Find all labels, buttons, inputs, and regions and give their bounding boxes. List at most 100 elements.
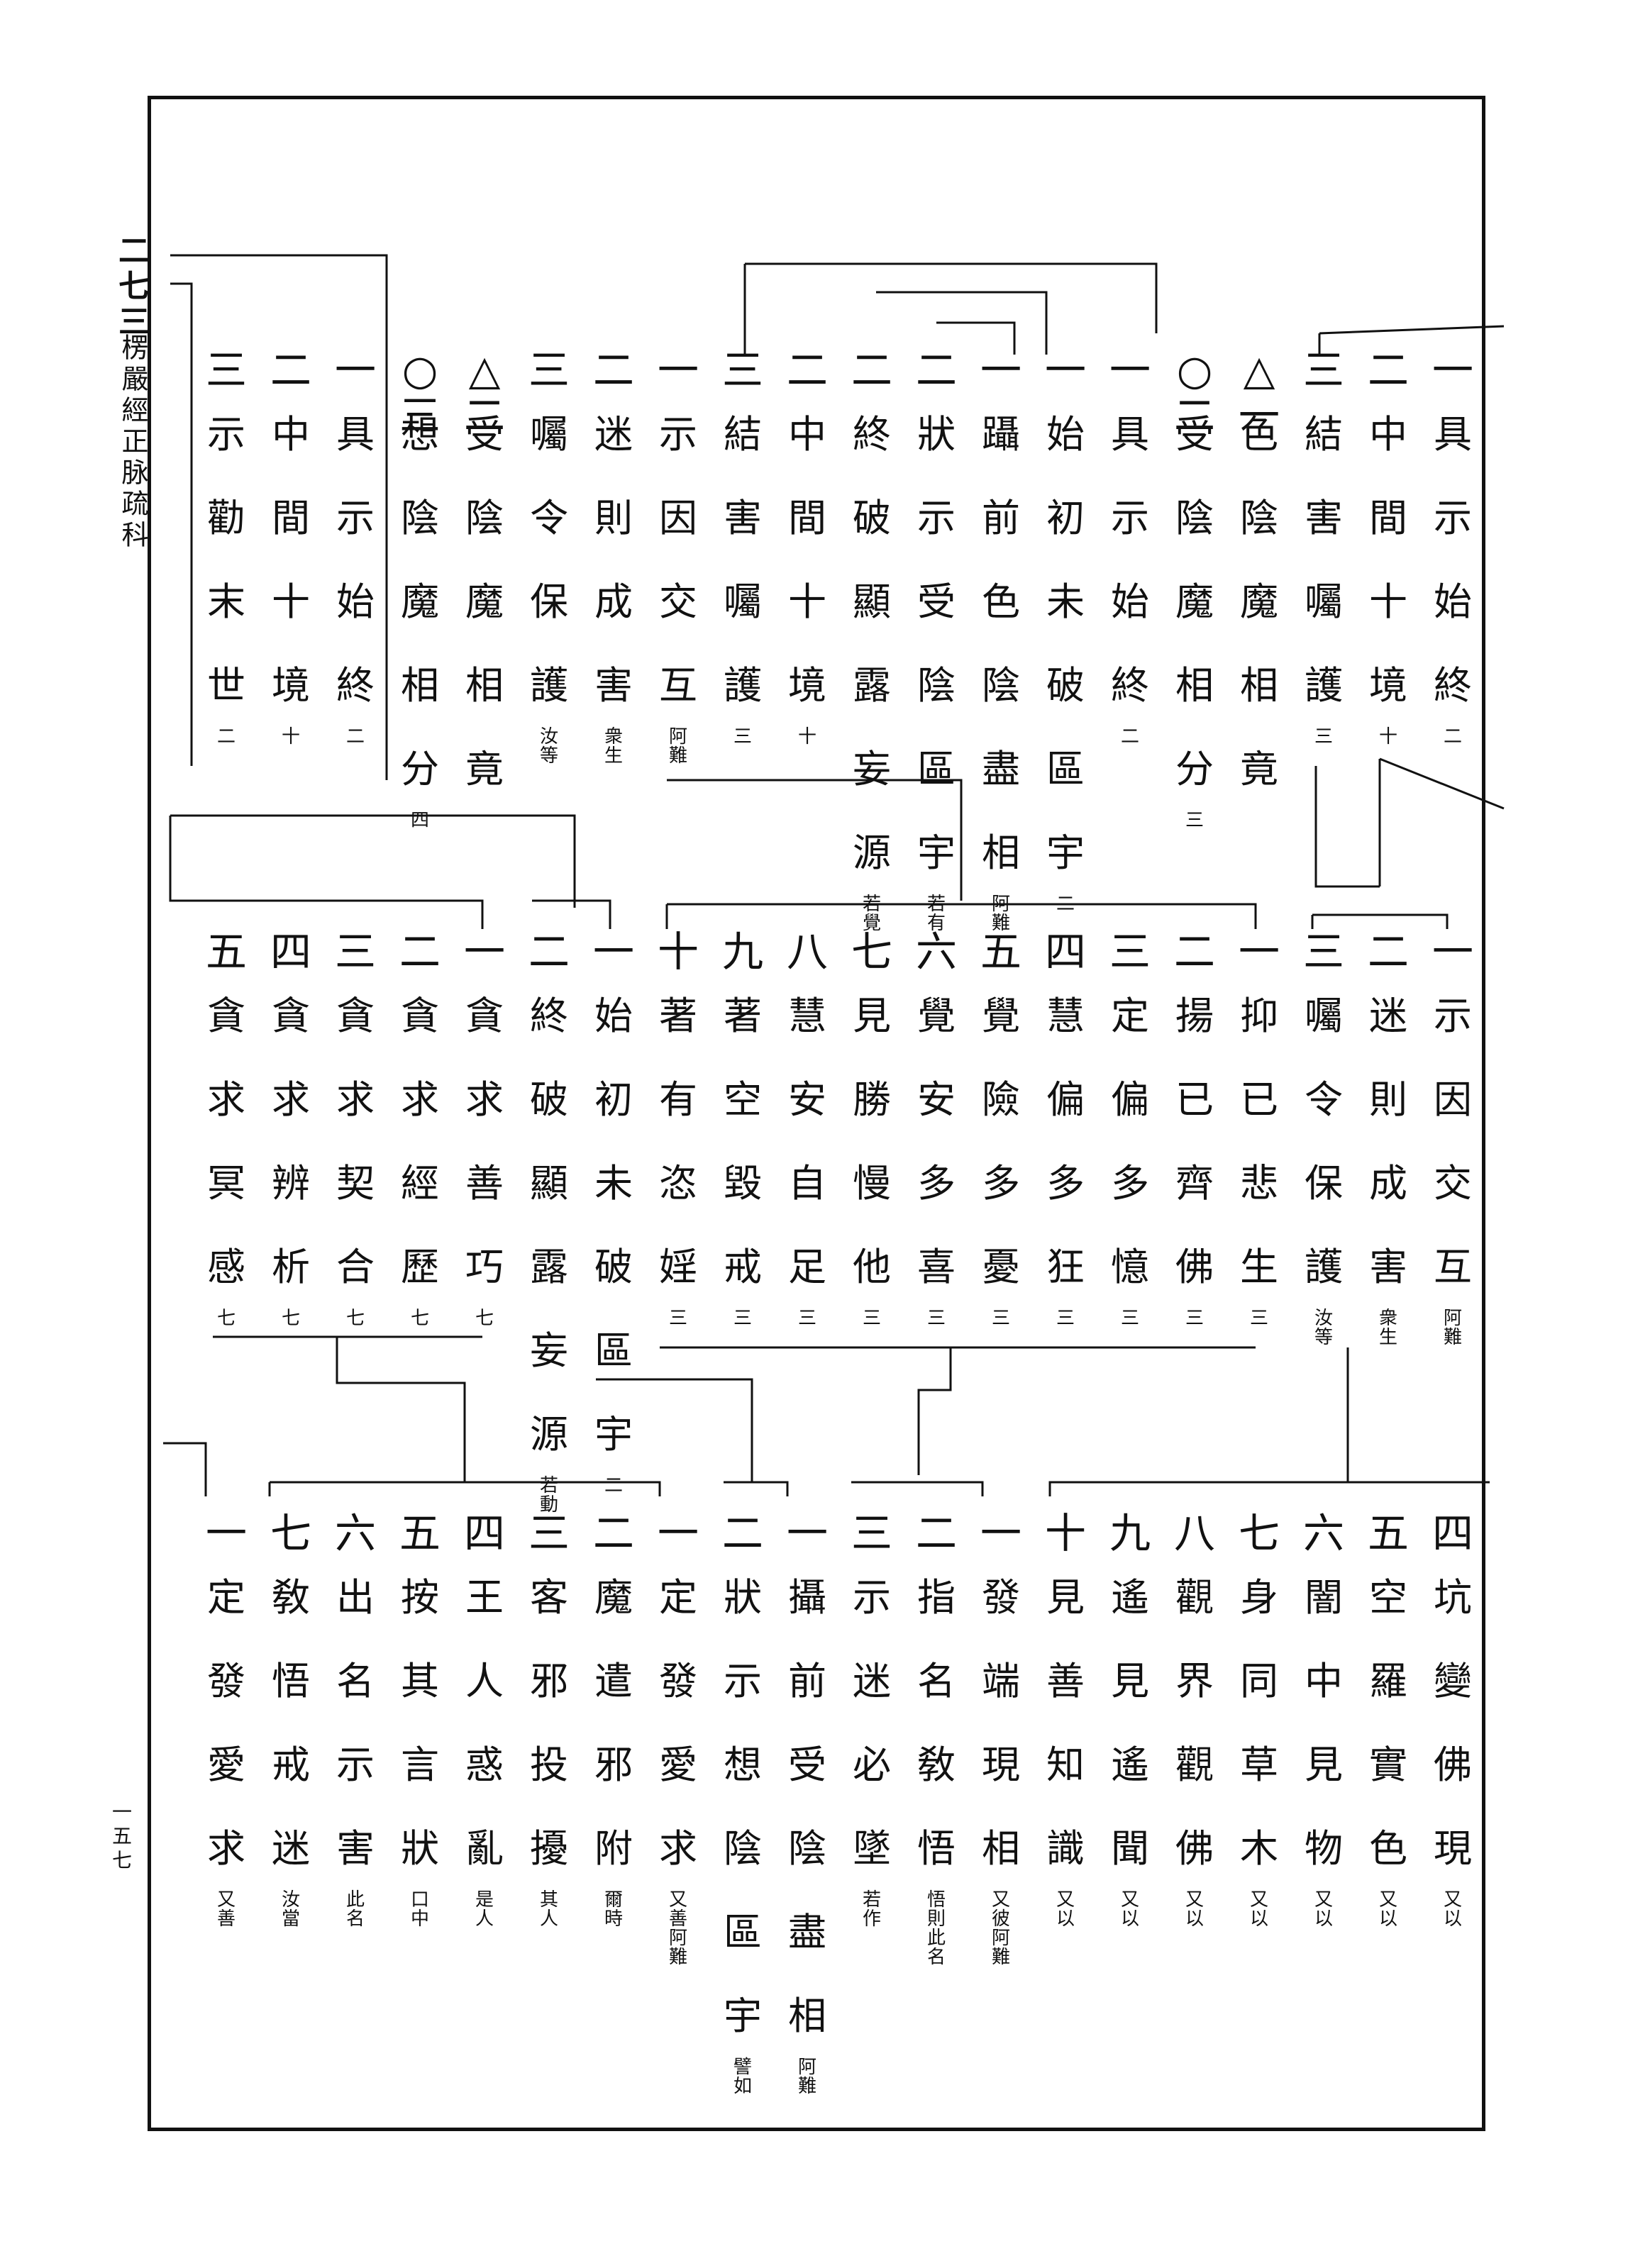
entry-number: 一 xyxy=(463,928,505,976)
entry-number: 二 xyxy=(851,346,892,394)
entry-number: 三 xyxy=(1302,928,1344,976)
entry-text: 身同草木 xyxy=(1240,1575,1278,1871)
entry-text: 闇中見物 xyxy=(1305,1575,1343,1871)
entry-note: 又以 xyxy=(1314,1889,1333,1930)
outline-entry: 五按其言狀口中 xyxy=(393,1511,447,1929)
outline-entry: 二指名敎悟悟則此名 xyxy=(909,1511,963,1967)
outline-entry: 一始初未破區宇二 xyxy=(587,929,641,1496)
entry-text: 遙見遙聞 xyxy=(1111,1575,1149,1871)
entry-number: 六 xyxy=(1302,1509,1344,1557)
entry-number: 二 xyxy=(592,1509,634,1557)
entry-note: 三 xyxy=(862,1308,881,1329)
entry-text: 中間十境 xyxy=(1369,412,1407,708)
entry-number: 三 xyxy=(721,346,763,394)
outline-entry: 一具示始終二 xyxy=(1426,348,1480,747)
entry-note: 二 xyxy=(604,1475,623,1496)
entry-text: 出名示害 xyxy=(336,1575,375,1871)
entry-note: 三 xyxy=(926,1308,946,1329)
entry-text: 中間十境 xyxy=(272,412,310,708)
entry-text: 中間十境 xyxy=(788,412,826,708)
outline-entry: 三結害囑護三 xyxy=(1297,348,1351,747)
outline-entry: 三示迷必墜若作 xyxy=(845,1511,899,1929)
outline-entry: 四貪求辨析七 xyxy=(264,929,318,1328)
outline-entry: 八觀界觀佛又以 xyxy=(1168,1511,1222,1929)
entry-text: 示因交互 xyxy=(659,412,697,708)
outline-entry: 六覺安多喜三 xyxy=(909,929,963,1328)
entry-note: 又以 xyxy=(1185,1889,1204,1930)
entry-note: 又彼阿難 xyxy=(991,1889,1010,1968)
entry-note: 二 xyxy=(345,726,365,747)
outline-entry: 十見善知識又以 xyxy=(1039,1511,1092,1929)
entry-note: 口中 xyxy=(410,1889,429,1930)
entry-text: 貪求冥感 xyxy=(207,994,245,1289)
entry-note: 三 xyxy=(1314,726,1333,747)
outline-entry: 七見勝慢他三 xyxy=(845,929,899,1328)
entry-note: 阿難 xyxy=(797,2057,816,2097)
outline-entry: 一具示始終二 xyxy=(328,348,382,747)
entry-number: 六 xyxy=(915,928,957,976)
entry-text: 覺險多憂 xyxy=(982,994,1020,1289)
outline-entry: 六出名示害此名 xyxy=(328,1511,382,1929)
entry-number: 九 xyxy=(1109,1509,1151,1557)
volume-number: 二七三 xyxy=(113,234,149,340)
outline-entry: 一定發愛求又善 xyxy=(199,1511,253,1929)
outline-entry: ○三想陰魔相分四 xyxy=(393,348,447,830)
entry-note: 又以 xyxy=(1249,1889,1268,1930)
outline-entry: 二魔遣邪附爾時 xyxy=(587,1511,641,1929)
outline-entry: 四王人惑亂是人 xyxy=(458,1511,511,1929)
entry-text: 定發愛求 xyxy=(659,1575,697,1871)
entry-number: 二 xyxy=(1173,928,1215,976)
entry-note: 又以 xyxy=(1056,1889,1075,1930)
entry-note: 又以 xyxy=(1378,1889,1397,1930)
entry-text: 具示始終 xyxy=(336,412,375,708)
entry-note: 又以 xyxy=(1120,1889,1139,1930)
entry-note: 三 xyxy=(733,1308,752,1329)
entry-number: 三 xyxy=(205,346,247,394)
entry-number: 十 xyxy=(1044,1509,1086,1557)
entry-note: 三 xyxy=(733,726,752,747)
outline-entry: 一躡前色陰盡相阿難 xyxy=(974,348,1028,933)
entry-text: 結害囑護 xyxy=(1305,412,1343,708)
entry-note: 悟則此名 xyxy=(926,1889,946,1968)
entry-number: 五 xyxy=(1367,1509,1409,1557)
entry-text: 示因交互 xyxy=(1434,994,1472,1289)
entry-note: 汝當 xyxy=(281,1889,300,1930)
entry-text: 具示始終 xyxy=(1434,412,1472,708)
entry-note: 此名 xyxy=(345,1889,365,1930)
entry-note: 汝等 xyxy=(539,726,558,767)
entry-text: 敎悟戒迷 xyxy=(272,1575,310,1871)
entry-text: 具示始終 xyxy=(1111,412,1149,708)
outline-entry: 二迷則成害衆生 xyxy=(1361,929,1415,1347)
outline-entry: 七敎悟戒迷汝當 xyxy=(264,1511,318,1929)
outline-entry: 二揚已齊佛三 xyxy=(1168,929,1222,1328)
entry-note: 若作 xyxy=(862,1889,881,1930)
entry-number: ○二 xyxy=(1173,346,1215,440)
entry-number: 二 xyxy=(1367,928,1409,976)
outline-entry: 三囑令保護汝等 xyxy=(522,348,576,766)
entry-note: 三 xyxy=(668,1308,687,1329)
entry-number: △一 xyxy=(1238,346,1280,440)
entry-text: 揚已齊佛 xyxy=(1175,994,1214,1289)
entry-number: 十 xyxy=(657,928,699,976)
entry-number: 九 xyxy=(721,928,763,976)
entry-note: 七 xyxy=(216,1308,236,1329)
entry-text: 始初未破區宇 xyxy=(1046,412,1085,875)
entry-number: 七 xyxy=(851,928,892,976)
entry-text: 見勝慢他 xyxy=(853,994,891,1289)
entry-note: 若動 xyxy=(539,1475,558,1516)
entry-text: 躡前色陰盡相 xyxy=(982,412,1020,875)
outline-entry: 四慧偏多狂三 xyxy=(1039,929,1092,1328)
outline-entry: 七身同草木又以 xyxy=(1232,1511,1286,1929)
entry-number: 五 xyxy=(980,928,1021,976)
entry-number: 三 xyxy=(528,346,570,394)
entry-note: 三 xyxy=(1185,810,1204,831)
entry-text: 抑已悲生 xyxy=(1240,994,1278,1289)
entry-number: 二 xyxy=(721,1509,763,1557)
entry-text: 色陰魔相竟 xyxy=(1240,412,1278,791)
entry-number: 二 xyxy=(592,346,634,394)
entry-note: 汝等 xyxy=(1314,1308,1333,1348)
entry-number: 七 xyxy=(270,1509,311,1557)
entry-number: 三 xyxy=(1302,346,1344,394)
entry-number: 一 xyxy=(657,346,699,394)
